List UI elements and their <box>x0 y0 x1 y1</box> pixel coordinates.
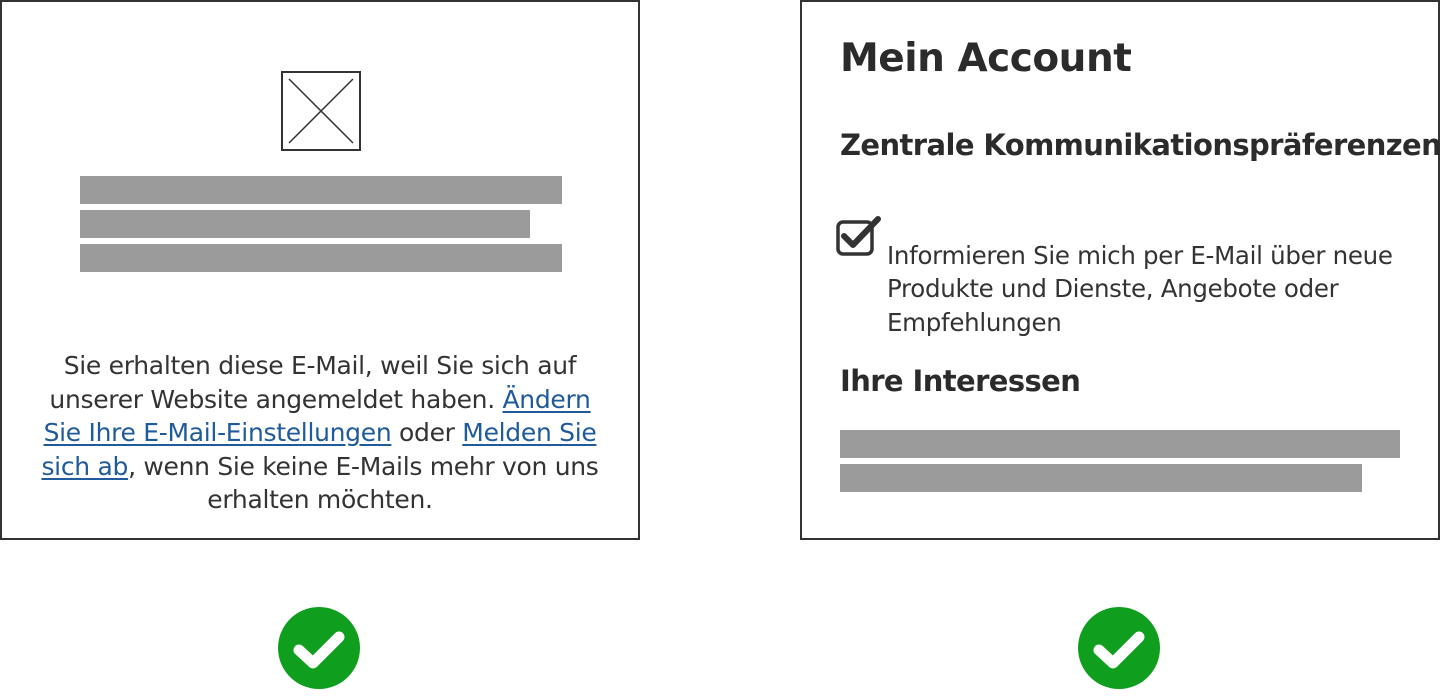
communication-preferences-heading: Zentrale Kommunikationspräferenzen <box>840 128 1440 162</box>
account-preferences-panel: Mein Account Zentrale Kommunikationspräf… <box>800 0 1440 540</box>
check-circle-icon <box>1078 607 1160 689</box>
email-example-panel: Sie erhalten diese E-Mail, weil Sie sich… <box>0 0 640 540</box>
text-placeholder-bar <box>80 176 562 204</box>
check-circle-icon <box>278 607 360 689</box>
unsubscribe-link[interactable]: Melden Sie sich ab <box>41 418 597 481</box>
image-placeholder-icon <box>281 71 361 151</box>
interests-placeholder-bar <box>840 464 1362 492</box>
newsletter-checkbox[interactable] <box>836 216 882 256</box>
interests-heading: Ihre Interessen <box>840 364 1081 398</box>
interests-placeholder-bar <box>840 430 1400 458</box>
notice-connector-text: oder <box>391 418 463 447</box>
unsubscribe-notice: Sie erhalten diese E-Mail, weil Sie sich… <box>32 349 608 517</box>
text-placeholder-bar <box>80 244 562 272</box>
change-email-settings-link[interactable]: Ändern Sie Ihre E-Mail-Einstellungen <box>43 384 591 448</box>
account-title: Mein Account <box>840 36 1132 81</box>
notice-intro-text: Sie erhalten diese E-Mail, weil Sie sich… <box>49 351 577 414</box>
newsletter-checkbox-label: Informieren Sie mich per E-Mail über neu… <box>887 240 1393 337</box>
notice-outro-text: , wenn Sie keine E-Mails mehr von uns er… <box>128 451 599 515</box>
text-placeholder-bar <box>80 210 530 238</box>
checkmark-icon <box>841 216 881 248</box>
